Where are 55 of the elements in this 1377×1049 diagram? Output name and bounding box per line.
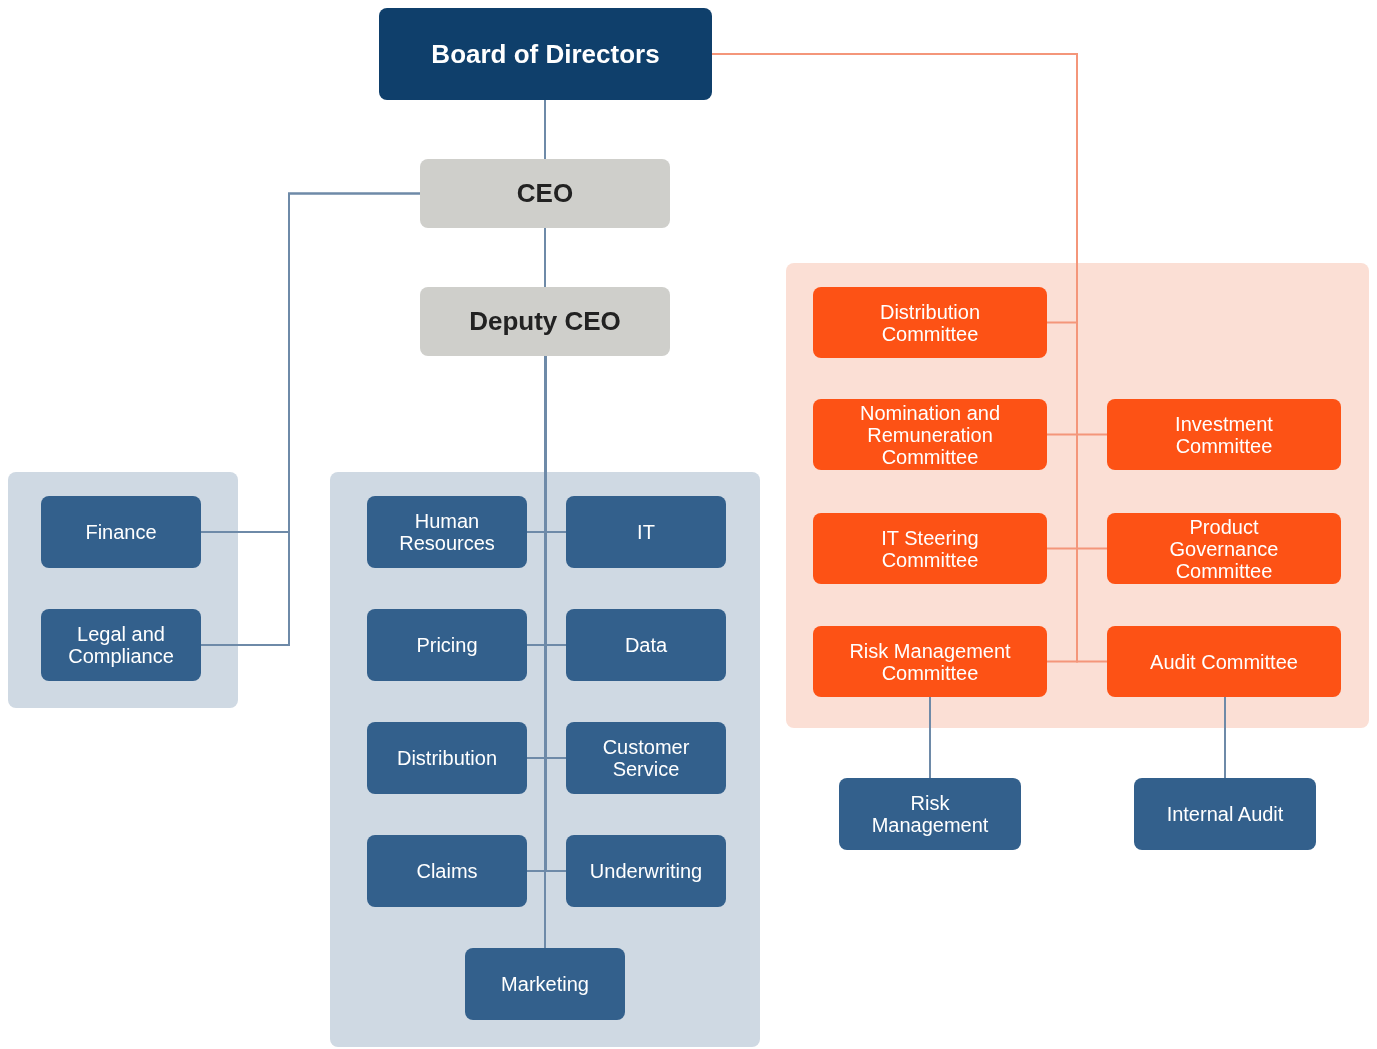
- committee-box: [1107, 399, 1341, 470]
- box-label: Claims: [415, 860, 479, 882]
- connector-line: [544, 355, 546, 949]
- box-label: Legal and Compliance: [67, 623, 175, 667]
- box-label: IT Steering Committee: [880, 526, 980, 571]
- committee-box: [813, 399, 1047, 470]
- department-box: [566, 722, 726, 794]
- department-box: [1134, 778, 1316, 850]
- box-label: Customer Service: [601, 736, 691, 780]
- department-box: [367, 722, 527, 794]
- box-label: Deputy CEO: [468, 307, 622, 336]
- department-box: [367, 835, 527, 907]
- box-label: Risk Management Committee: [848, 639, 1012, 684]
- box-label: Investment Committee: [1174, 412, 1274, 457]
- committee-box: [1107, 513, 1341, 584]
- committee-box: [813, 513, 1047, 584]
- box-label: IT: [636, 521, 656, 543]
- committee-box: [1107, 626, 1341, 697]
- box-label: Distribution Committee: [878, 300, 981, 345]
- group-panel: [330, 472, 760, 1047]
- box-label: Human Resources: [398, 510, 496, 554]
- box-label: CEO: [515, 179, 575, 208]
- box-label: Audit Committee: [1149, 650, 1299, 673]
- department-box: [566, 835, 726, 907]
- department-box: [465, 948, 625, 1020]
- connector-line: [200, 192, 421, 646]
- connector-line: [1224, 696, 1226, 779]
- box-label: Nomination and Remuneration Committee: [858, 401, 1002, 468]
- connector-line: [929, 696, 931, 779]
- box-label: Finance: [84, 521, 158, 543]
- department-box: [367, 609, 527, 681]
- box-label: Underwriting: [588, 860, 704, 882]
- box-label: Product Governance Committee: [1168, 515, 1280, 582]
- department-box: [41, 609, 201, 681]
- box-label: Data: [623, 634, 669, 656]
- department-box: [41, 496, 201, 568]
- box-label: Pricing: [415, 634, 479, 656]
- board-box: [379, 8, 712, 100]
- box-label: Risk Management: [870, 792, 990, 836]
- executive-box: [420, 159, 670, 228]
- executive-box: [420, 287, 670, 356]
- department-box: [566, 496, 726, 568]
- committee-box: [813, 287, 1047, 358]
- box-label: Distribution: [395, 747, 498, 769]
- department-box: [566, 609, 726, 681]
- box-label: Internal Audit: [1165, 803, 1285, 825]
- box-label: Board of Directors: [430, 39, 661, 69]
- department-box: [839, 778, 1021, 850]
- connector-line: [544, 227, 546, 288]
- department-box: [367, 496, 527, 568]
- group-panel: [8, 472, 238, 708]
- box-label: Marketing: [500, 973, 590, 995]
- connector-line: [544, 99, 546, 160]
- committee-box: [813, 626, 1047, 697]
- group-panel: [786, 263, 1369, 728]
